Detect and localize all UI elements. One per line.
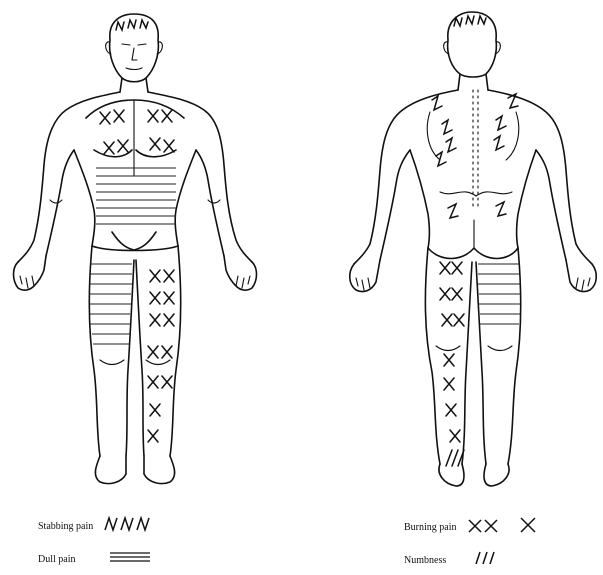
stabbing-mark-back-head	[454, 16, 486, 26]
dull-pain-symbol-icon	[108, 550, 152, 568]
burning-marks-back-leg	[440, 262, 464, 442]
legend-numbness: Numbness	[404, 550, 500, 571]
legend-label-dull: Dull pain	[38, 554, 76, 565]
legend-label-burning: Burning pain	[404, 522, 457, 533]
burning-marks-front-chest	[100, 110, 174, 154]
burning-pain-symbol-icon	[467, 516, 545, 539]
stabbing-mark-head	[116, 20, 148, 30]
legend-label-stabbing: Stabbing pain	[38, 521, 93, 532]
legend-label-numbness: Numbness	[404, 555, 446, 566]
stabbing-marks-back	[432, 94, 518, 218]
dull-pain-hatch-back-leg	[478, 264, 521, 324]
dull-pain-hatch-front-leg	[89, 264, 132, 344]
dull-pain-hatch-abdomen	[96, 168, 176, 224]
burning-marks-front-leg	[148, 270, 174, 442]
front-body-figure	[14, 14, 257, 484]
legend-burning-pain: Burning pain	[404, 516, 545, 539]
stabbing-pain-symbol-icon	[103, 516, 159, 537]
numbness-symbol-icon	[474, 550, 500, 571]
legend-stabbing-pain: Stabbing pain	[38, 516, 159, 537]
spine-dots	[473, 90, 478, 210]
legend-dull-pain: Dull pain	[38, 550, 152, 568]
back-body-figure	[350, 12, 597, 486]
